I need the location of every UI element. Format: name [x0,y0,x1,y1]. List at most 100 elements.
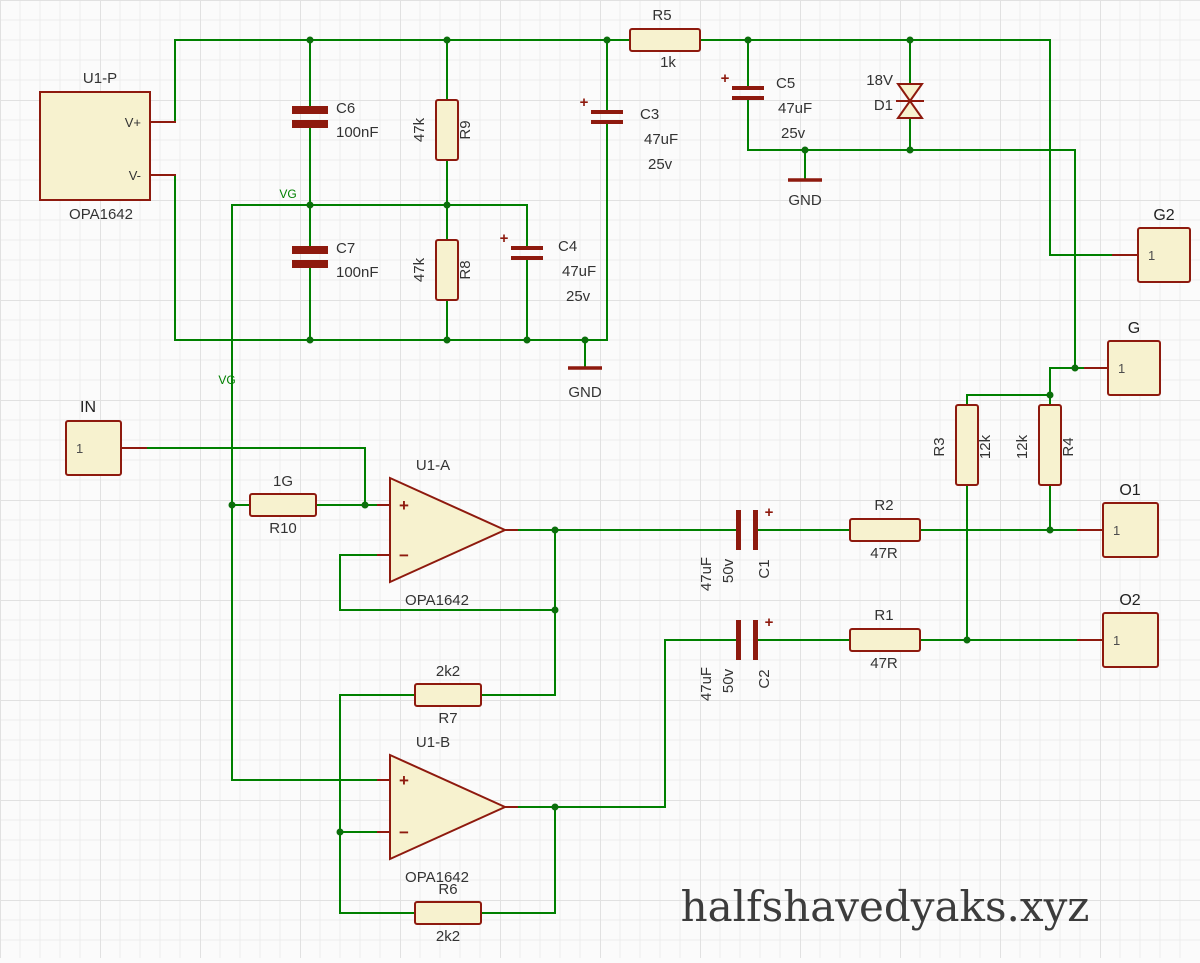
component-c3[interactable]: + C3 47uF 25v [580,94,679,173]
c3-voltage-label: 25v [648,156,673,173]
component-c4[interactable]: + C4 47uF 25v [500,230,597,305]
junction-dot [306,201,314,209]
component-u1p[interactable]: U1-P V+ V- OPA1642 [39,70,176,223]
wire-gnd-bus[interactable] [747,149,1076,369]
resistor-body [435,99,459,161]
component-r5[interactable]: R5 1k [629,7,701,71]
resistor-body [849,518,921,542]
component-c1[interactable]: + 47uF 50v C1 [698,504,774,591]
port-g2[interactable]: 1 G2 [1112,207,1191,283]
u1p-vplus-label: V+ [125,115,141,130]
c7-ref-label: C7 [336,240,355,257]
wire-u1a-feedback[interactable] [339,529,556,611]
c2-voltage-label: 50v [720,668,737,693]
port-g-label: G [1128,320,1140,337]
component-c2[interactable]: + 47uF 50v C2 [698,614,774,701]
component-d1[interactable]: 18V D1 [866,72,924,119]
component-r10[interactable]: 1G R10 [249,473,317,537]
u1p-part-label: OPA1642 [69,206,133,223]
c1-voltage-label: 50v [720,558,737,583]
port-g[interactable]: 1 G [1084,320,1161,396]
resistor-body [1038,404,1062,486]
junction-dot [228,501,236,509]
component-u1b[interactable]: + − U1-B OPA1642 [377,734,518,886]
r6-ref-label: R6 [438,881,457,898]
component-c5[interactable]: + C5 47uF 25v [721,70,813,142]
c2-polarity-mark: + [765,614,774,631]
capacitor-plate [591,120,623,124]
wire-vminus-rail[interactable] [174,174,608,341]
port-in-label: IN [80,399,96,416]
component-r8[interactable]: 47k R8 [411,239,474,301]
component-u1a[interactable]: + − U1-A OPA1642 [377,457,518,609]
watermark: halfshavedyaks.xyz [681,882,1090,931]
wire-r6-right[interactable] [480,806,556,914]
capacitor-plate [753,620,758,660]
resistor-body [955,404,979,486]
component-r1[interactable]: R1 47R [849,607,921,672]
port-o2[interactable]: 1 O2 [1077,592,1159,668]
c7-value-label: 100nF [336,264,379,281]
junction-dot [306,336,314,344]
c3-ref-label: C3 [640,106,659,123]
component-r9[interactable]: 47k R9 [411,99,474,161]
r9-value-label: 47k [411,117,428,142]
ground-caps[interactable]: GND [568,366,602,401]
junction-dot [443,201,451,209]
junction-dot [1046,526,1054,534]
capacitor-plate [732,96,764,100]
c4-ref-label: C4 [558,238,577,255]
wire-vg-vertical[interactable] [231,204,379,781]
resistor-body [629,28,701,52]
junctions [228,36,1079,836]
wire-r7-left[interactable] [339,694,416,833]
diode-symbol [896,99,924,119]
wire-vplus-rail[interactable] [174,39,631,123]
r1-value-label: 47R [870,655,898,672]
d1-value-label: 18V [866,72,893,89]
junction-dot [581,336,589,344]
junction-dot [523,336,531,344]
junction-dot [443,336,451,344]
wire-u1b-out[interactable] [516,639,738,808]
opamp-triangle [389,476,508,584]
ground-label: GND [788,192,822,209]
junction-dot [306,36,314,44]
component-c7[interactable]: C7 100nF [292,240,379,281]
component-r6[interactable]: R6 2k2 [414,881,482,945]
r3-ref-label: R3 [931,437,948,456]
junction-dot [1071,364,1079,372]
junction-dot [551,606,559,614]
port-o1[interactable]: 1 O1 [1077,482,1159,558]
r7-ref-label: R7 [438,710,457,727]
wire-raw-rail-to-g2[interactable] [699,39,1114,256]
component-c6[interactable]: C6 100nF [292,100,379,141]
port-o2-label: O2 [1119,592,1140,609]
ground-supply[interactable]: GND [788,178,822,209]
component-r2[interactable]: R2 47R [849,497,921,562]
component-r3[interactable]: R3 12k [931,404,994,486]
capacitor-plate [732,86,764,90]
net-label-vg[interactable]: VG [279,187,296,201]
component-r4[interactable]: 12k R4 [1014,404,1077,486]
c3-polarity-mark: + [580,94,589,111]
wire-r6-left[interactable] [339,831,416,914]
c4-voltage-label: 25v [566,288,591,305]
wire-input-signal[interactable] [145,447,366,506]
r4-ref-label: R4 [1060,437,1077,456]
wire-r7-right[interactable] [480,609,556,696]
u1p-vminus-label: V- [129,168,141,183]
capacitor-plate [292,246,328,254]
c1-polarity-mark: + [765,504,774,521]
component-r7[interactable]: 2k2 R7 [414,663,482,727]
net-label-vg[interactable]: VG [218,373,235,387]
junction-dot [361,501,369,509]
port-in[interactable]: 1 IN [65,399,147,476]
c5-ref-label: C5 [776,75,795,92]
r9-ref-label: R9 [457,120,474,139]
r7-value-label: 2k2 [436,663,460,680]
resistor-body [414,901,482,925]
r8-ref-label: R8 [457,260,474,279]
port-box [65,420,122,476]
